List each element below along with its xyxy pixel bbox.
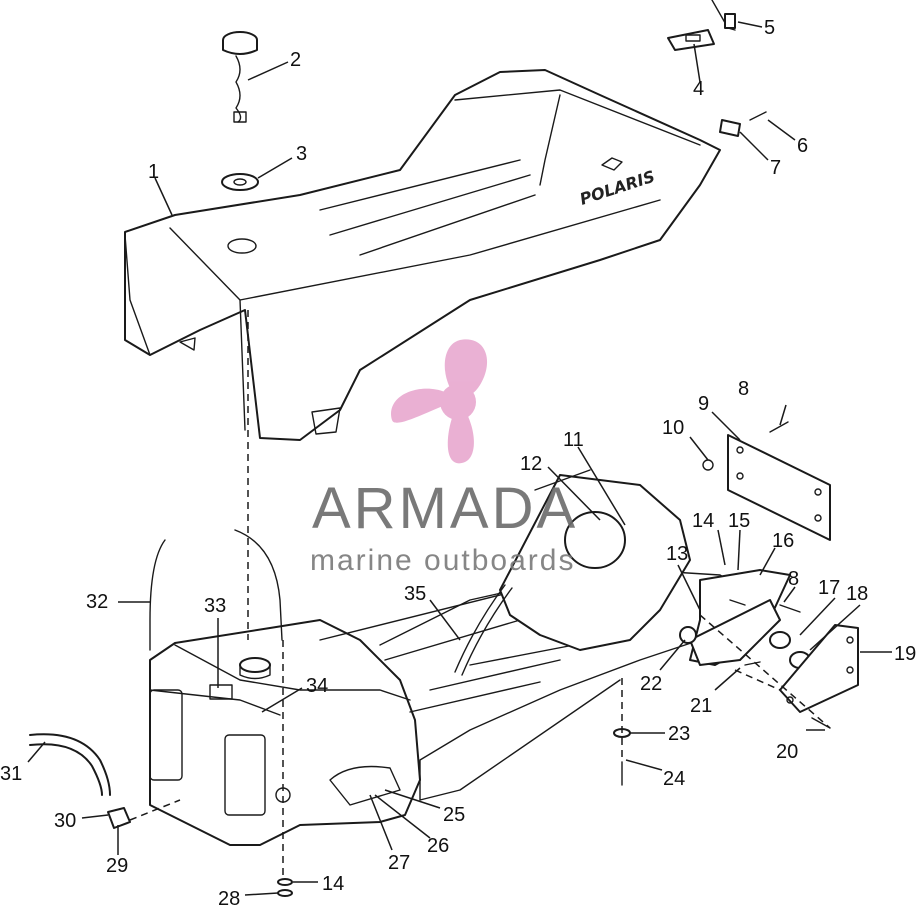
callout-label: 14 [322, 873, 344, 895]
callout-label: 1 [148, 161, 159, 183]
callout-label: 26 [427, 835, 449, 857]
callout-label: 19 [894, 643, 916, 665]
callout-label: 22 [640, 673, 662, 695]
fuel-cap [222, 31, 258, 123]
callout-label: 10 [662, 417, 684, 439]
callout-label: 3 [296, 143, 307, 165]
callout-labels: 1 2 3 4 5 6 7 8 9 10 11 12 13 14 15 16 8… [0, 17, 916, 907]
callout-label: 27 [388, 852, 410, 874]
callout-label: 16 [772, 530, 794, 552]
callout-label: 18 [846, 583, 868, 605]
callout-label: 30 [54, 810, 76, 832]
cap-gasket [221, 173, 259, 191]
callout-label: 34 [306, 675, 328, 697]
watermark-name: ARMADA [312, 476, 578, 541]
callout-label: 23 [668, 723, 690, 745]
armada-watermark: ARMADA marine outboards [310, 339, 578, 577]
callout-label: 6 [797, 135, 808, 157]
callout-label: 33 [204, 595, 226, 617]
callout-label: 31 [0, 763, 22, 785]
callout-label: 5 [764, 17, 775, 39]
callout-label: 15 [728, 510, 750, 532]
tail-light [667, 0, 767, 137]
chassis [319, 469, 859, 801]
callout-label: 35 [404, 583, 426, 605]
watermark-tagline: marine outboards [310, 544, 575, 577]
callout-label: 9 [698, 393, 709, 415]
callout-label: 21 [690, 695, 712, 717]
callout-label: 20 [776, 741, 798, 763]
license-plate-bracket [702, 421, 831, 541]
callout-label: 28 [218, 888, 240, 907]
callout-label: 29 [106, 855, 128, 877]
callout-label: 13 [666, 543, 688, 565]
callout-label: 2 [290, 49, 301, 71]
callout-label: 24 [663, 768, 685, 790]
fuel-tank [149, 619, 421, 846]
propeller-logo [391, 339, 488, 464]
callout-label: 14 [692, 510, 714, 532]
seat-assembly: POLARIS [124, 69, 721, 441]
callout-label: 12 [520, 453, 542, 475]
fuel-hoses [29, 529, 283, 829]
callout-label: 7 [770, 157, 781, 179]
callout-label: 17 [818, 577, 840, 599]
callout-label: 8 [788, 568, 799, 590]
callout-label: 25 [443, 804, 465, 826]
leader-lines [27, 21, 892, 896]
callout-label: 11 [563, 429, 584, 451]
callout-label: 8 [738, 378, 749, 400]
callout-label: 32 [86, 591, 108, 613]
callout-label: 4 [693, 78, 704, 100]
